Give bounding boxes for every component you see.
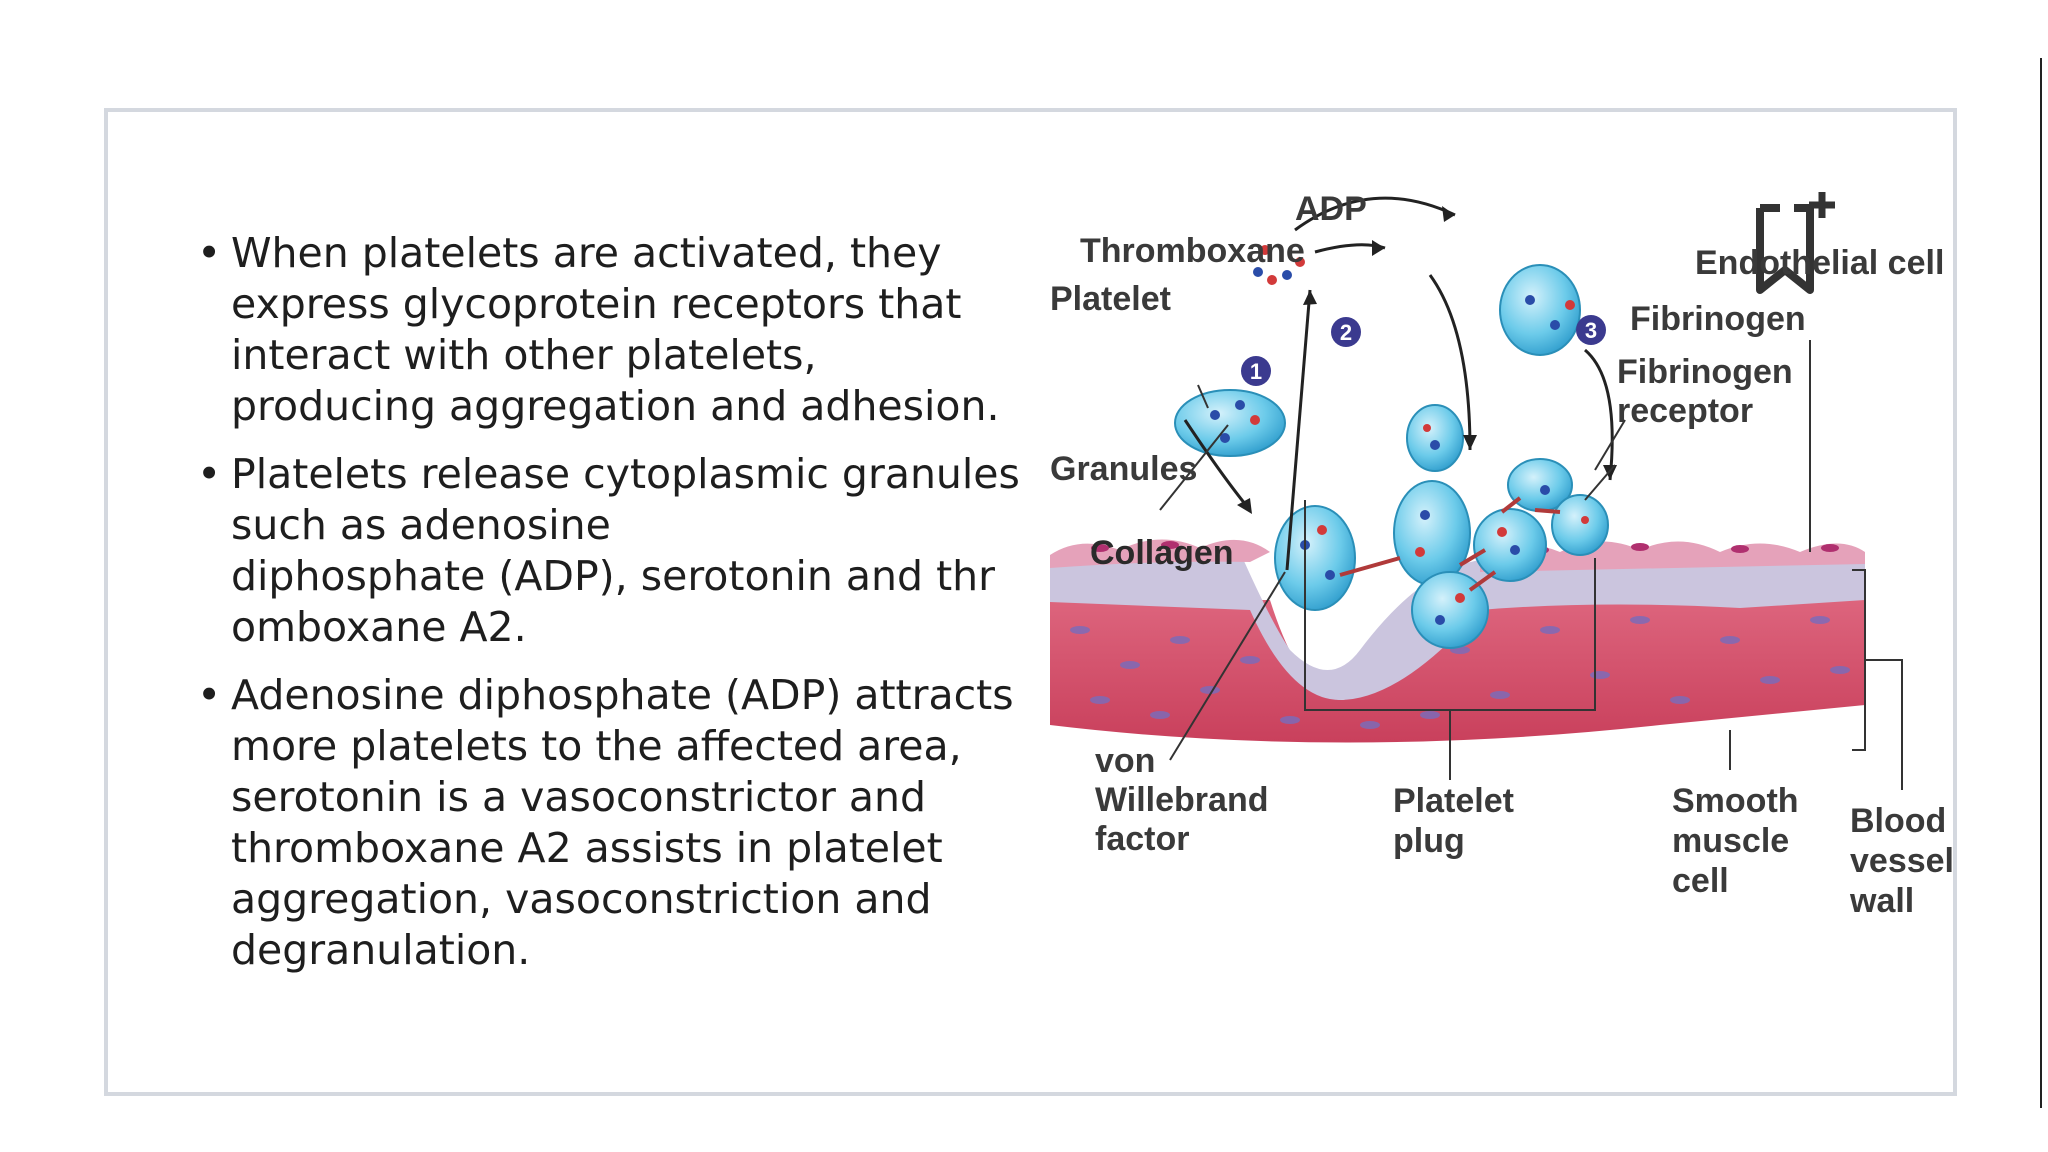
- label-fibrinogen-receptor: Fibrinogen: [1617, 353, 1793, 391]
- bullet-item: •Platelets release cytoplasmic granules …: [195, 449, 1025, 653]
- label-adp: ADP: [1295, 190, 1367, 228]
- bullet-dot: •: [197, 229, 222, 277]
- bullet-list: •When platelets are activated, they expr…: [195, 228, 1025, 993]
- label-fibrinogen-receptor: receptor: [1617, 392, 1753, 430]
- scroll-edge-divider: [2040, 58, 2042, 1108]
- label-endothelial-cell: Endothelial cell: [1695, 244, 1944, 282]
- label-von-willebrand-factor: Willebrand: [1095, 781, 1269, 819]
- bookmark-add-icon[interactable]: [1750, 190, 1840, 300]
- label-platelet: Platelet: [1050, 280, 1171, 318]
- bullet-dot: •: [197, 671, 222, 719]
- label-collagen: Collagen: [1090, 534, 1234, 572]
- bullet-text: Platelets release cytoplasmic granules s…: [231, 450, 1020, 651]
- bullet-item: •When platelets are activated, they expr…: [195, 228, 1025, 432]
- bullet-item: •Adenosine diphosphate (ADP) attracts mo…: [195, 670, 1025, 976]
- label-blood-vessel-wall: wall: [1849, 882, 1914, 920]
- smooth-muscle-layer: [1050, 578, 1865, 743]
- bullet-dot: •: [197, 450, 222, 498]
- label-smooth-muscle-cell: cell: [1672, 862, 1729, 900]
- step-badge: 2: [1331, 317, 1361, 347]
- label-thromboxane: Thromboxane: [1080, 232, 1305, 270]
- label-fibrinogen: Fibrinogen: [1630, 300, 1806, 338]
- label-granules: Granules: [1050, 450, 1197, 488]
- svg-text:2: 2: [1340, 320, 1352, 345]
- step-badge: 1: [1241, 356, 1271, 386]
- label-platelet-plug: Platelet: [1393, 782, 1514, 820]
- label-smooth-muscle-cell: Smooth: [1672, 782, 1799, 820]
- label-blood-vessel-wall: vessel: [1850, 842, 1954, 880]
- label-platelet-plug: plug: [1393, 822, 1465, 860]
- bullet-text: When platelets are activated, they expre…: [231, 229, 1000, 430]
- label-blood-vessel-wall: Blood: [1850, 802, 1946, 840]
- step-badge: 3: [1576, 315, 1606, 345]
- platelet-cluster: [1174, 264, 1609, 649]
- bullet-text: Adenosine diphosphate (ADP) attracts mor…: [231, 671, 1014, 974]
- hemostasis-diagram: 1 2 3 ADP Thromboxane Platelet Granules …: [1050, 190, 1954, 920]
- label-von-willebrand-factor: factor: [1095, 820, 1189, 858]
- label-von-willebrand-factor: von: [1095, 742, 1155, 780]
- svg-text:3: 3: [1585, 318, 1597, 343]
- svg-text:1: 1: [1250, 359, 1262, 384]
- label-smooth-muscle-cell: muscle: [1672, 822, 1789, 860]
